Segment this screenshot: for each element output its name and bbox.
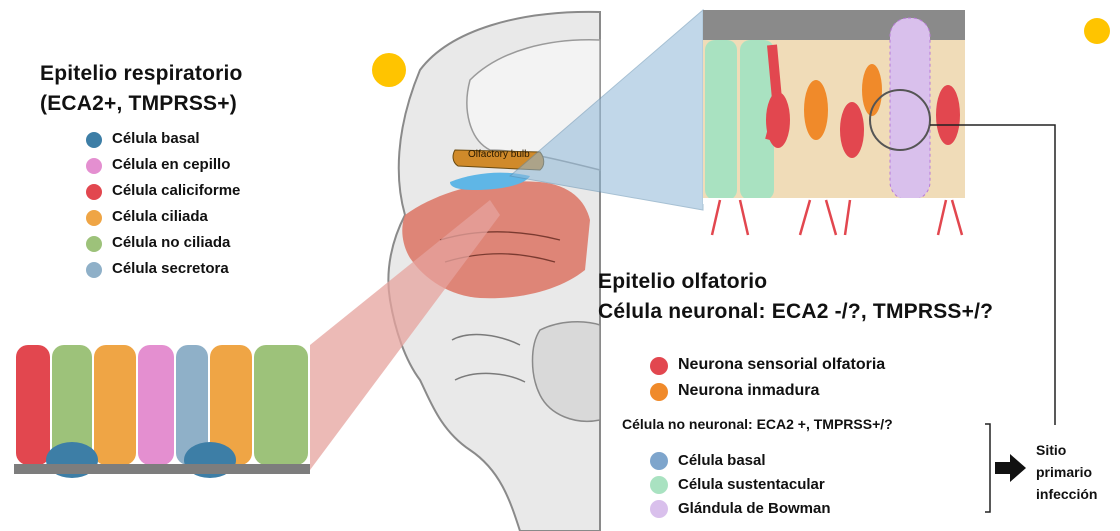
arrow-icon bbox=[995, 454, 1026, 482]
non-neuronal-item-dot-0 bbox=[650, 452, 668, 470]
non-neuronal-item-dot-2 bbox=[650, 500, 668, 518]
yellow-dot-right bbox=[1084, 18, 1110, 44]
resp-item-label-3: Célula ciliada bbox=[112, 208, 208, 225]
respiratory-epithelium bbox=[14, 335, 310, 478]
neuronal-item-label-0: Neurona sensorial olfatoria bbox=[678, 356, 885, 374]
resp-item-label-5: Célula secretora bbox=[112, 260, 229, 277]
resp-item-dot-5 bbox=[86, 262, 102, 278]
resp-title-2: (ECA2+, TMPRSS+) bbox=[40, 92, 237, 116]
resp-item-dot-3 bbox=[86, 210, 102, 226]
non-neuronal-title: Célula no neuronal: ECA2 +, TMPRSS+/? bbox=[622, 416, 893, 432]
resp-title-1: Epitelio respiratorio bbox=[40, 62, 243, 86]
resp-item-label-4: Célula no ciliada bbox=[112, 234, 230, 251]
neuronal-item-dot-1 bbox=[650, 383, 668, 401]
olf-title-1: Epitelio olfatorio bbox=[598, 270, 767, 294]
olf-title-2: Célula neuronal: ECA2 -/?, TMPRSS+/? bbox=[598, 300, 993, 324]
resp-item-dot-4 bbox=[86, 236, 102, 252]
non-neuronal-item-label-0: Célula basal bbox=[678, 452, 766, 469]
resp-item-label-0: Célula basal bbox=[112, 130, 200, 147]
bulb-label: Olfactory bulb bbox=[468, 149, 530, 160]
site-line-3: infección bbox=[1036, 486, 1097, 502]
site-line-1: Sitio bbox=[1036, 442, 1066, 458]
resp-item-label-2: Célula caliciforme bbox=[112, 182, 240, 199]
resp-item-dot-0 bbox=[86, 132, 102, 148]
neuronal-item-dot-0 bbox=[650, 357, 668, 375]
yellow-dot-left bbox=[372, 53, 406, 87]
neuronal-item-label-1: Neurona inmadura bbox=[678, 382, 819, 400]
resp-item-dot-2 bbox=[86, 184, 102, 200]
olfactory-epithelium bbox=[703, 10, 965, 235]
non-neuronal-item-label-1: Célula sustentacular bbox=[678, 476, 825, 493]
non-neuronal-item-label-2: Glándula de Bowman bbox=[678, 500, 831, 517]
resp-item-label-1: Célula en cepillo bbox=[112, 156, 230, 173]
site-line-2: primario bbox=[1036, 464, 1092, 480]
non-neuronal-item-dot-1 bbox=[650, 476, 668, 494]
bracket bbox=[985, 424, 990, 512]
resp-item-dot-1 bbox=[86, 158, 102, 174]
